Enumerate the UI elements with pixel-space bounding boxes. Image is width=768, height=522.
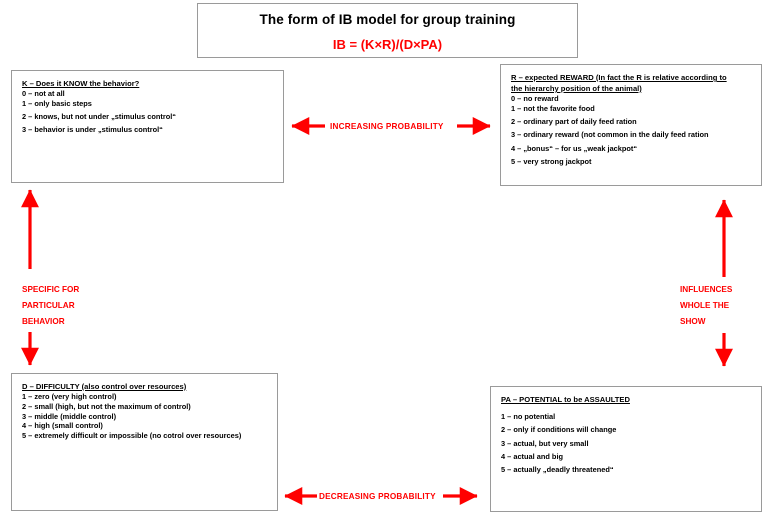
reward-item-5: 5 – very strong jackpot — [511, 156, 592, 166]
difficulty-heading: D – DIFFICULTY (also control over resour… — [22, 382, 187, 391]
difficulty-box: D – DIFFICULTY (also control over resour… — [11, 373, 278, 511]
potential-assault-item-1: 2 – only if conditions will change — [501, 425, 617, 435]
knowledge-box: K – Does it KNOW the behavior? 0 – not a… — [11, 70, 284, 183]
ib-formula: IB = (K×R)/(D×PA) — [332, 37, 443, 52]
influences-label-line2: WHOLE THE — [680, 300, 730, 310]
influences-label-line1: INFLUENCES — [680, 285, 733, 294]
reward-item-2: 2 – ordinary part of daily feed ration — [511, 117, 637, 127]
difficulty-item-4: 5 – extremely difficult or impossible (n… — [22, 431, 242, 441]
reward-item-0: 0 – no reward — [511, 94, 559, 104]
influences-whole-the-show-label: INFLUENCES WHOLE THE SHOW — [680, 282, 732, 330]
potential-assault-item-3: 4 – actual and big — [501, 451, 564, 461]
difficulty-item-2: 3 – middle (middle control) — [22, 411, 117, 421]
reward-item-1: 1 – not the favorite food — [511, 103, 595, 113]
page-title: The form of IB model for group training — [259, 12, 516, 27]
potential-assault-heading: PA – POTENTIAL to be ASSAULTED — [501, 395, 630, 404]
potential-assault-item-4: 5 – actually „deadly threatened“ — [501, 465, 614, 475]
decreasing-probability-label: DECREASING PROBABILITY — [319, 492, 436, 501]
knowledge-item-1: 1 – only basic steps — [22, 98, 92, 108]
potential-assault-item-2: 3 – actual, but very small — [501, 438, 589, 448]
influences-label-line3: SHOW — [680, 316, 706, 326]
reward-box: R – expected REWARD (In fact the R is re… — [500, 64, 762, 186]
increasing-probability-label: INCREASING PROBABILITY — [330, 122, 444, 131]
knowledge-item-0: 0 – not at all — [22, 89, 65, 99]
reward-item-3: 3 – ordinary reward (not common in the d… — [511, 130, 709, 140]
difficulty-item-3: 4 – high (small control) — [22, 421, 103, 431]
difficulty-item-0: 1 – zero (very high control) — [22, 392, 117, 402]
difficulty-item-1: 2 – small (high, but not the maximum of … — [22, 401, 191, 411]
knowledge-heading: K – Does it KNOW the behavior? — [22, 79, 140, 88]
specific-label-line3: BEHAVIOR — [22, 316, 65, 326]
knowledge-item-2: 2 – knows, but not under „stimulus contr… — [22, 112, 176, 122]
specific-for-particular-behavior-label: SPECIFIC FOR PARTICULAR BEHAVIOR — [22, 282, 79, 330]
specific-label-line1: SPECIFIC FOR — [22, 285, 80, 294]
specific-label-line2: PARTICULAR — [22, 300, 75, 310]
knowledge-item-3: 3 – behavior is under „stimulus control“ — [22, 125, 163, 135]
reward-item-4: 4 – „bonus“ – for us „weak jackpot“ — [511, 143, 638, 153]
reward-heading-line2: the hierarchy position of the animal) — [511, 84, 642, 94]
reward-heading-line1: R – expected REWARD (In fact the R is re… — [511, 73, 727, 82]
potential-assault-item-0: 1 – no potential — [501, 412, 556, 422]
potential-assault-box: PA – POTENTIAL to be ASSAULTED 1 – no po… — [490, 386, 762, 512]
title-box: The form of IB model for group training … — [197, 3, 578, 58]
